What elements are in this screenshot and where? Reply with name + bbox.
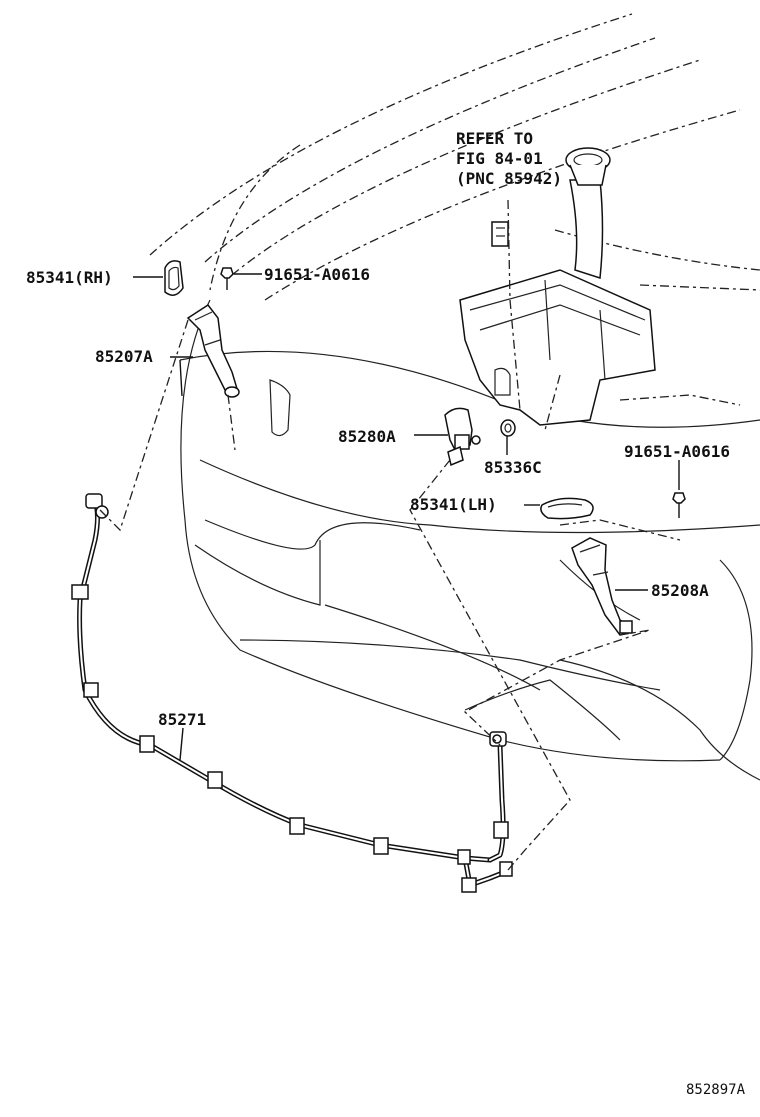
washer-tank [459, 147, 656, 426]
label-85271: 85271 [158, 710, 206, 729]
cover-rh [164, 260, 184, 296]
tank-clip [491, 221, 509, 247]
label-85208a: 85208A [651, 581, 709, 600]
phantom-leaders [99, 199, 681, 871]
bolt-icon [220, 267, 234, 290]
pump-grommet [500, 419, 516, 437]
hose-clamp [71, 584, 509, 855]
washer-pump [444, 407, 481, 467]
label-85207a: 85207A [95, 347, 153, 366]
nozzle-rh [186, 303, 240, 398]
refer-note-line3: (PNC 85942) [456, 169, 562, 188]
leader-lines [133, 273, 680, 761]
nozzle-lh [571, 537, 634, 636]
figure-id: 852897A [686, 1082, 746, 1098]
cover-lh [540, 497, 594, 520]
label-85341-lh: 85341(LH) [410, 495, 497, 514]
label-85341-rh: 85341(RH) [26, 268, 113, 287]
refer-note-line2: FIG 84-01 [456, 149, 543, 168]
hose-joint [457, 849, 513, 893]
hose-connector [489, 731, 507, 747]
bolt-icon [672, 492, 686, 518]
label-85336c: 85336C [484, 458, 542, 477]
label-91651-right: 91651-A0616 [624, 442, 730, 461]
refer-note-line1: REFER TO [456, 129, 533, 148]
hood-outline [149, 13, 741, 301]
label-85280a: 85280A [338, 427, 396, 446]
bumper-body [179, 299, 760, 781]
label-91651-top: 91651-A0616 [264, 265, 370, 284]
